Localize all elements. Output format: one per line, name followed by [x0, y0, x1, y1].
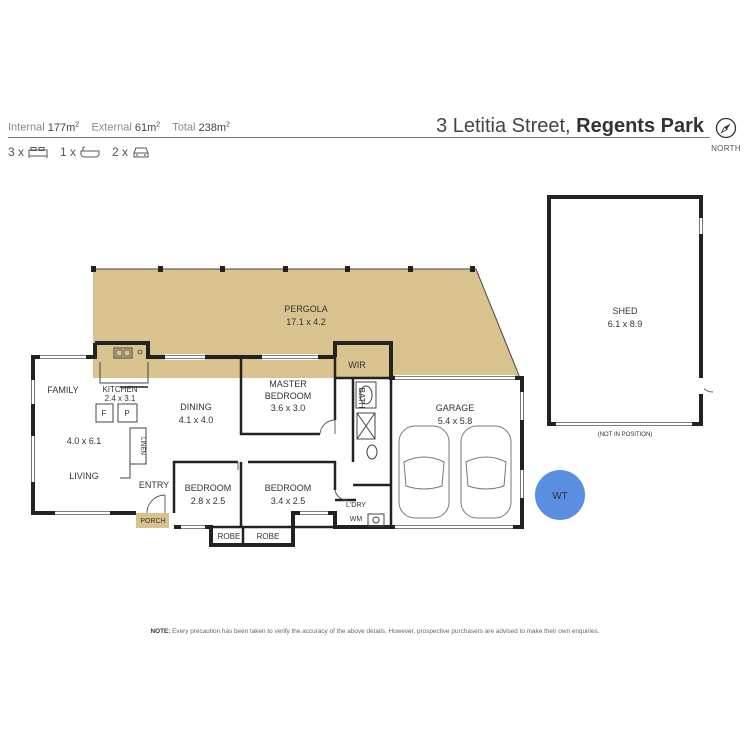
car-count: 2 x: [112, 145, 129, 159]
bedroom-count: 3 x: [8, 145, 25, 159]
bedroom2-dims: 2.8 x 2.5: [191, 496, 226, 506]
stove-icon: [137, 349, 143, 355]
fridge-label: F: [102, 409, 107, 418]
pergola-name: PERGOLA: [284, 304, 328, 314]
family-name: FAMILY: [47, 385, 78, 395]
bath-fixtures: [355, 381, 385, 527]
pergola-posts: [91, 266, 475, 272]
street-address: 3 Letitia Street,: [436, 115, 571, 137]
shed-dims: 6.1 x 8.9: [608, 319, 643, 329]
bathroom-count: 1 x: [60, 145, 77, 159]
external-value: 61m2: [134, 121, 161, 134]
kitchen-dims: 2.4 x 3.1: [105, 394, 136, 403]
total-label: Total: [172, 121, 196, 134]
garage-dims: 5.4 x 5.8: [438, 416, 473, 426]
linen-label: LINEN: [139, 437, 145, 455]
bedroom2-name: BEDROOM: [185, 483, 232, 493]
windows: [30, 354, 525, 530]
north-compass: NORTH: [709, 117, 743, 157]
dining-dims: 4.1 x 4.0: [179, 415, 214, 425]
internal-label: Internal: [8, 121, 45, 134]
living-dims: 4.0 x 6.1: [67, 436, 102, 446]
area-summary: Internal 177m2 External 61m2 Total 238m2: [8, 121, 230, 134]
total-value: 238m2: [198, 121, 230, 134]
note-label: NOTE:: [150, 628, 171, 635]
car-icon: [133, 147, 149, 157]
water-tank: [535, 470, 585, 520]
pantry-label: P: [124, 409, 129, 418]
wir-label: WIR: [348, 360, 366, 370]
pergola-area: [93, 269, 520, 378]
entry-label: ENTRY: [139, 480, 169, 490]
master-name-2: BEDROOM: [265, 391, 312, 401]
suburb: Regents Park: [576, 115, 704, 137]
kitchen-bench: [95, 347, 149, 479]
shed-name: SHED: [612, 306, 638, 316]
porch-area: [136, 513, 169, 528]
master-dims: 3.6 x 3.0: [271, 403, 306, 413]
bedroom3-name: BEDROOM: [265, 483, 312, 493]
feature-counts: 3 x 1 x 2 x: [8, 145, 150, 159]
wm-label: WM: [350, 516, 363, 523]
car-outlines: [398, 425, 512, 519]
living-name: LIVING: [69, 471, 99, 481]
property-address: 3 Letitia Street, Regents Park: [436, 115, 704, 138]
dining-name: DINING: [180, 402, 212, 412]
porch-label: PORCH: [140, 518, 165, 525]
disclaimer-note: NOTE: Every precaution has been taken to…: [0, 628, 750, 635]
external-label: External: [91, 121, 132, 134]
bath-icon: [80, 146, 100, 158]
garage-name: GARAGE: [436, 403, 475, 413]
compass-icon: [715, 117, 737, 139]
bath-label: BATH: [357, 388, 366, 409]
bedroom3-dims: 3.4 x 2.5: [271, 496, 306, 506]
kitchen-name: KITCHEN: [102, 385, 137, 394]
door-swings: [146, 377, 714, 514]
interior-walls: [120, 357, 393, 545]
water-tank-label: WT: [552, 491, 568, 502]
laundry-label: L'DRY: [346, 502, 366, 509]
note-text: Every precaution has been taken to verif…: [172, 628, 600, 635]
compass-label: NORTH: [711, 144, 741, 153]
shed: [547, 195, 704, 427]
bed-icon: [28, 147, 48, 158]
internal-value: 177m2: [47, 121, 80, 134]
robe1-label: ROBE: [218, 532, 241, 541]
pergola-dims: 17.1 x 4.2: [286, 317, 326, 327]
header-divider: [8, 137, 710, 138]
master-name-1: MASTER: [269, 379, 307, 389]
robe2-label: ROBE: [257, 532, 280, 541]
shed-note: (NOT IN POSITION): [598, 432, 653, 438]
sink-icon: [115, 349, 131, 357]
